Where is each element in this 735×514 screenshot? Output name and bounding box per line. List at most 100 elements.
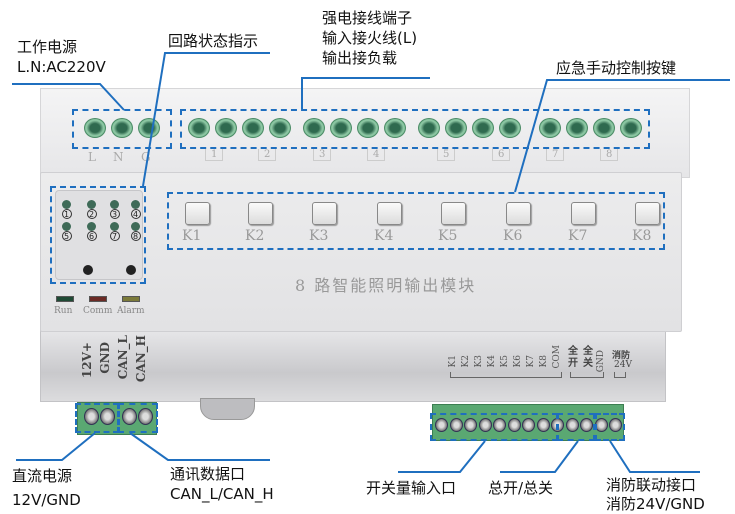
- strong-terminal-box: [180, 109, 650, 149]
- manual-key-k6[interactable]: [506, 202, 531, 225]
- key-label: K8: [632, 228, 652, 244]
- channel-circle-number: 1: [61, 209, 72, 219]
- hole-icon: [126, 265, 136, 275]
- terminal-screw-icon: [580, 418, 593, 432]
- key-label: K3: [309, 228, 329, 244]
- channel-circle-number: 5: [61, 231, 72, 241]
- terminal-screw-icon: [84, 408, 99, 425]
- terminal-label-n: N: [113, 150, 124, 164]
- alarm-led: [122, 296, 140, 302]
- input-bracket: [450, 372, 562, 378]
- terminal-screw-icon: [418, 118, 440, 138]
- terminal-screw-icon: [593, 118, 615, 138]
- annotation-power-value: L.N:AC220V: [17, 58, 106, 76]
- manual-key-k7[interactable]: [571, 202, 596, 225]
- terminal-screw-icon: [565, 418, 579, 432]
- key-label: K5: [438, 228, 458, 244]
- master-label: 全关: [583, 346, 593, 369]
- annotation-master-title: 总开/总关: [488, 479, 554, 497]
- terminal-screw-icon: [499, 118, 521, 138]
- terminal-screw-icon: [188, 118, 210, 138]
- device-title: 8 路智能照明输出模块: [295, 276, 477, 295]
- terminal-screw-icon: [357, 118, 379, 138]
- terminal-screw-icon: [330, 118, 352, 138]
- manual-key-k2[interactable]: [248, 202, 273, 225]
- annotation-comm: 通讯数据口 CAN_L/CAN_H: [170, 464, 274, 504]
- fire-label: 24V: [614, 360, 632, 370]
- channel-circle-number: 3: [109, 209, 120, 219]
- channel-circle-number: 6: [86, 231, 97, 241]
- fire-bracket: [614, 372, 626, 378]
- power-terminal-box: [72, 109, 172, 149]
- channel-led: [87, 222, 96, 231]
- leader-switch-input: [398, 440, 486, 473]
- annotation-emergency: 应急手动控制按键: [556, 58, 676, 78]
- terminal-screw-icon: [472, 118, 494, 138]
- key-label: K4: [374, 228, 394, 244]
- channel-led: [131, 222, 140, 231]
- terminal-screw-icon: [111, 118, 133, 138]
- terminal-screw-icon: [449, 418, 463, 432]
- annotation-power-title: 工作电源: [17, 38, 78, 56]
- manual-key-k8[interactable]: [635, 202, 660, 225]
- channel-led: [110, 222, 119, 231]
- run-label: Run: [54, 306, 73, 316]
- channel-number: 6: [492, 149, 511, 161]
- channel-led: [62, 200, 71, 209]
- terminal-screw-icon: [269, 118, 291, 138]
- fire-label: 消防: [612, 351, 631, 361]
- device-lower-body: [40, 330, 666, 402]
- annotation-dc-value: 12V/GND: [12, 491, 81, 509]
- annotation-strong-title: 强电接线端子: [322, 9, 413, 27]
- comm-label: Comm: [83, 306, 113, 316]
- terminal-screw-icon: [522, 418, 535, 432]
- leader-comm: [129, 432, 270, 461]
- terminal-screw-icon: [303, 118, 325, 138]
- manual-key-k5[interactable]: [441, 202, 466, 225]
- leader-master: [500, 440, 579, 473]
- key-label: K6: [503, 228, 523, 244]
- manual-key-k1[interactable]: [185, 202, 210, 225]
- annotation-comm-value: CAN_L/CAN_H: [170, 485, 274, 503]
- terminal-screw-icon: [539, 118, 561, 138]
- annotation-emergency-title: 应急手动控制按键: [556, 59, 677, 77]
- channel-circle-number: 4: [130, 209, 141, 219]
- annotation-switch-input-title: 开关量输入口: [366, 479, 457, 497]
- annotation-fire: 消防联动接口消防24V/GND: [606, 476, 705, 514]
- annotation-status: 回路状态指示: [168, 31, 258, 51]
- fire-terminal-box: [595, 413, 625, 441]
- manual-key-k3[interactable]: [312, 202, 337, 225]
- leader-emergency: [514, 79, 730, 193]
- terminal-screw-icon: [84, 118, 106, 138]
- channel-number: 3: [313, 149, 332, 161]
- manual-key-k4[interactable]: [377, 202, 402, 225]
- channel-led: [131, 200, 140, 209]
- channel-circle-number: 2: [86, 209, 97, 219]
- channel-circle-number: 8: [130, 231, 141, 241]
- annotation-comm-title: 通讯数据口: [170, 465, 246, 483]
- mounting-clip: [200, 398, 255, 420]
- terminal-screw-icon: [493, 418, 506, 432]
- annotation-master: 总开/总关: [488, 478, 553, 498]
- terminal-screw-icon: [507, 418, 521, 432]
- terminal-screw-icon: [478, 418, 492, 432]
- alarm-label: Alarm: [117, 306, 145, 316]
- terminal-screw-icon: [242, 118, 264, 138]
- channel-number: 5: [437, 149, 456, 161]
- manual-keys-box: [167, 192, 665, 250]
- terminal-screw-icon: [100, 408, 115, 425]
- terminal-screw-icon: [215, 118, 237, 138]
- annotation-switch-input: 开关量输入口: [366, 478, 456, 498]
- channel-led: [62, 222, 71, 231]
- master-bracket: [570, 372, 604, 378]
- terminal-screw-icon: [566, 118, 588, 138]
- terminal-screw-icon: [609, 418, 622, 432]
- channel-number: 1: [205, 149, 224, 161]
- hole-icon: [83, 265, 93, 275]
- terminal-screw-icon: [384, 118, 406, 138]
- channel-number: 4: [367, 149, 386, 161]
- leader-dc: [16, 432, 96, 461]
- terminal-label-l: L: [88, 150, 96, 164]
- channel-led: [87, 200, 96, 209]
- channel-number: 8: [600, 149, 619, 161]
